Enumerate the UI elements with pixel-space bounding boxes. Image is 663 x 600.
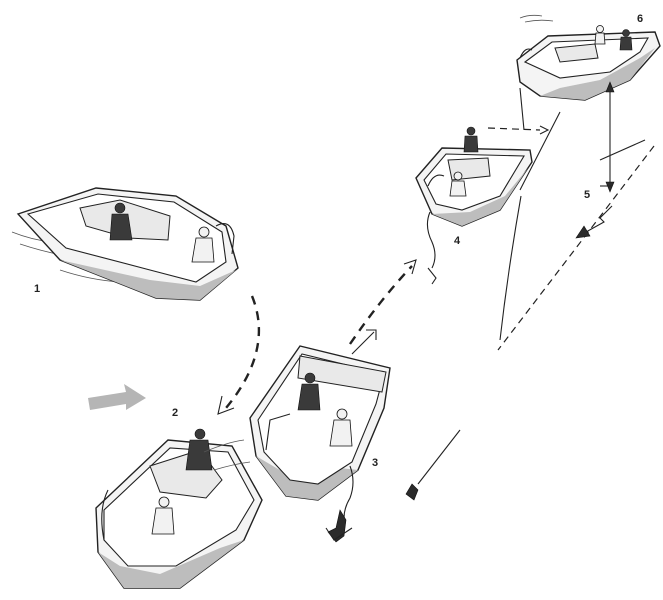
step-label-6: 6 [637, 13, 643, 25]
person-helm-1 [109, 202, 133, 241]
seabed-anchor-icon [405, 429, 461, 501]
path-3-to-4 [349, 265, 413, 345]
person-helm-4 [463, 126, 479, 153]
retrieve-path-4-6 [487, 127, 541, 131]
person-bow-2 [151, 496, 175, 535]
person-helm-6 [594, 25, 606, 45]
boat-3 [249, 345, 391, 519]
drift-arrow-5 [575, 185, 613, 239]
boat-2 [95, 428, 263, 589]
arrow-head-1-2 [217, 395, 235, 415]
arrow-head-3-4 [403, 259, 417, 275]
line-6-right [599, 139, 646, 161]
step-label-2: 2 [172, 407, 178, 419]
path-1-to-2 [225, 295, 261, 409]
wind-arrow-icon [88, 384, 146, 410]
arrow-head-4-6 [539, 125, 550, 135]
step-label-4: 4 [454, 235, 461, 247]
step-label-1: 1 [34, 283, 40, 295]
boat-4 [415, 126, 533, 269]
person-bow-3 [329, 408, 353, 447]
person-bow-4 [449, 171, 467, 197]
person-helm-3 [297, 372, 321, 411]
depth-measure-arrow [605, 81, 615, 193]
boat-1 [11, 187, 239, 301]
anchor-icon [325, 509, 353, 543]
short-arrow-3 [351, 329, 377, 355]
step-label-3: 3 [372, 457, 378, 469]
person-helm-2 [185, 428, 213, 471]
anchor-line-long [499, 195, 522, 341]
seabed-line [497, 145, 655, 351]
step-label-5: 5 [584, 189, 590, 201]
person-bow-1 [191, 226, 215, 263]
line-6-to-4 [519, 87, 561, 191]
boat-6 [516, 14, 661, 101]
person-crew-6 [619, 29, 633, 51]
small-anchor-icon-4 [427, 267, 437, 285]
